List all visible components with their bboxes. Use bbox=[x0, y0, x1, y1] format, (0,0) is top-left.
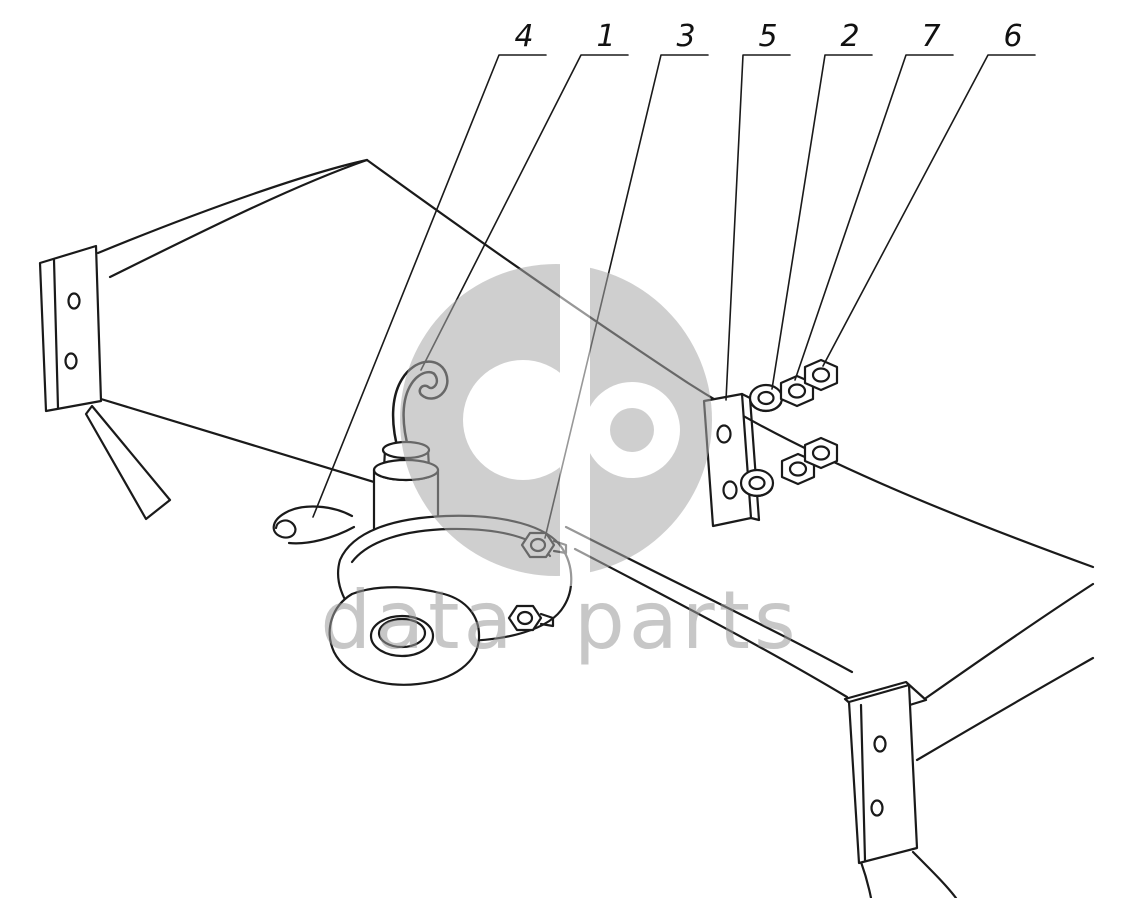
callout-1: 1 bbox=[596, 19, 615, 54]
left-gusset bbox=[84, 404, 172, 521]
callout-3: 3 bbox=[676, 19, 695, 54]
leader-line-7 bbox=[794, 54, 954, 381]
leader-line-2 bbox=[771, 54, 873, 390]
washer-upper bbox=[748, 383, 784, 413]
callout-labels: 4 1 3 5 2 7 6 bbox=[514, 19, 1022, 54]
right-end-bracket bbox=[843, 680, 928, 865]
frame-rail-lower bbox=[859, 582, 1095, 898]
towing-eye-plate bbox=[328, 586, 481, 686]
watermark-logo bbox=[400, 256, 712, 586]
left-end-bracket bbox=[38, 244, 172, 521]
leader-line-6 bbox=[822, 54, 1036, 367]
watermark-text: data parts bbox=[320, 574, 799, 667]
mounting-plate bbox=[702, 392, 761, 528]
hex-nut-6-upper bbox=[803, 358, 839, 392]
callout-5: 5 bbox=[758, 19, 777, 54]
watermark: data parts bbox=[320, 256, 799, 667]
hex-nut-6-lower bbox=[803, 436, 839, 470]
callout-6: 6 bbox=[1003, 19, 1022, 54]
leader-line-4 bbox=[312, 54, 547, 518]
leader-line-5 bbox=[725, 54, 791, 401]
callout-7: 7 bbox=[921, 19, 940, 54]
cotter-pin bbox=[272, 505, 356, 545]
leader-line-1 bbox=[420, 54, 629, 371]
callout-2: 2 bbox=[840, 19, 859, 54]
washer-lower bbox=[739, 468, 775, 498]
clevis-bolt-lower bbox=[507, 604, 555, 632]
callout-4: 4 bbox=[514, 19, 533, 54]
